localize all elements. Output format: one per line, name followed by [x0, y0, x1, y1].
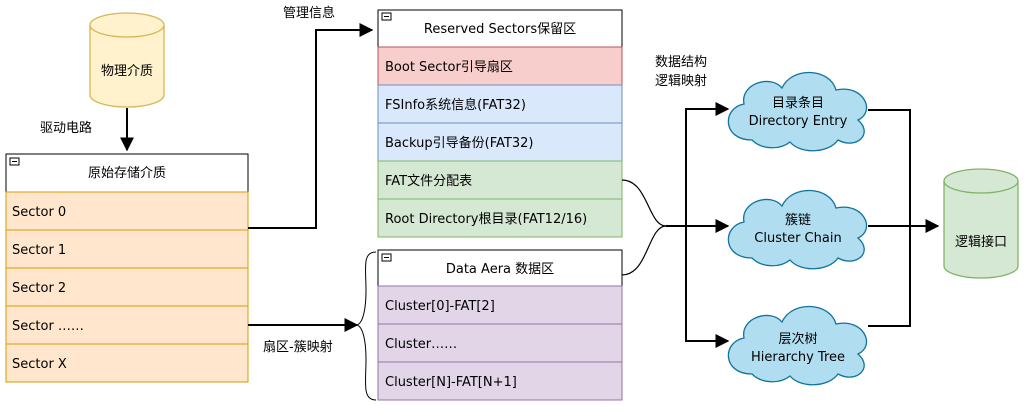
tree-to-interface-line [868, 226, 911, 327]
hierarchy-tree-label-en: Hierarchy Tree [751, 350, 845, 365]
to-tree-arrow [685, 226, 730, 348]
reserved-row-fat: FAT文件分配表 [385, 174, 472, 189]
cluster-row: Cluster[0]-FAT[2] [385, 299, 495, 314]
directory-entry-cloud: 目录条目 Directory Entry [727, 71, 868, 152]
reserved-sectors-table: Reserved Sectors保留区 Boot Sector引导扇区 FSIn… [377, 9, 623, 238]
sector-row: Sector 2 [12, 281, 66, 296]
to-directory-arrow [666, 102, 730, 227]
hierarchy-tree-cloud: 层次树 Hierarchy Tree [727, 305, 868, 386]
driver-circuit-label: 驱动电路 [40, 120, 92, 136]
management-info-label: 管理信息 [283, 5, 335, 21]
cluster-row: Cluster…… [385, 337, 457, 352]
reserved-row-root: Root Directory根目录(FAT12/16) [385, 212, 587, 227]
raw-storage-table: 原始存储介质 Sector 0 Sector 1 Sector 2 Sector… [5, 153, 249, 383]
sector-row: Sector …… [12, 319, 84, 334]
physical-medium-cylinder: 物理介质 [89, 12, 165, 108]
raw-storage-title: 原始存储介质 [88, 166, 166, 181]
logical-interface-cylinder: 逻辑接口 [943, 168, 1019, 279]
hierarchy-tree-label-cn: 层次树 [778, 331, 817, 347]
data-structure-label-line2: 逻辑映射 [655, 73, 707, 89]
sector-row: Sector 1 [12, 243, 66, 258]
physical-medium-label: 物理介质 [101, 64, 153, 79]
data-area-connector [621, 225, 667, 276]
sector-row: Sector 0 [12, 205, 66, 220]
logical-interface-label: 逻辑接口 [955, 234, 1007, 250]
fat-connector [621, 179, 667, 227]
sector-row: Sector X [12, 357, 67, 372]
management-info-arrow [248, 23, 374, 229]
reserved-row-fsinfo: FSInfo系统信息(FAT32) [385, 97, 526, 113]
directory-entry-label-cn: 目录条目 [772, 95, 824, 111]
directory-to-interface-line [868, 109, 938, 227]
data-area-brace [355, 251, 377, 401]
data-structure-label-line1: 数据结构 [655, 55, 707, 70]
cluster-chain-label-en: Cluster Chain [754, 231, 841, 246]
data-area-table: Data Aera 数据区 Cluster[0]-FAT[2] Cluster…… [377, 249, 623, 401]
cluster-row: Cluster[N]-FAT[N+1] [385, 375, 517, 390]
data-area-title: Data Aera 数据区 [446, 262, 554, 277]
reserved-row-backup: Backup引导备份(FAT32) [385, 135, 533, 151]
reserved-title: Reserved Sectors保留区 [424, 22, 576, 37]
directory-entry-label-en: Directory Entry [749, 114, 848, 129]
cluster-chain-label-cn: 簇链 [785, 213, 811, 228]
cluster-chain-cloud: 簇链 Cluster Chain [727, 189, 868, 270]
sector-cluster-label: 扇区-簇映射 [263, 339, 333, 355]
reserved-row-boot: Boot Sector引导扇区 [385, 59, 513, 75]
